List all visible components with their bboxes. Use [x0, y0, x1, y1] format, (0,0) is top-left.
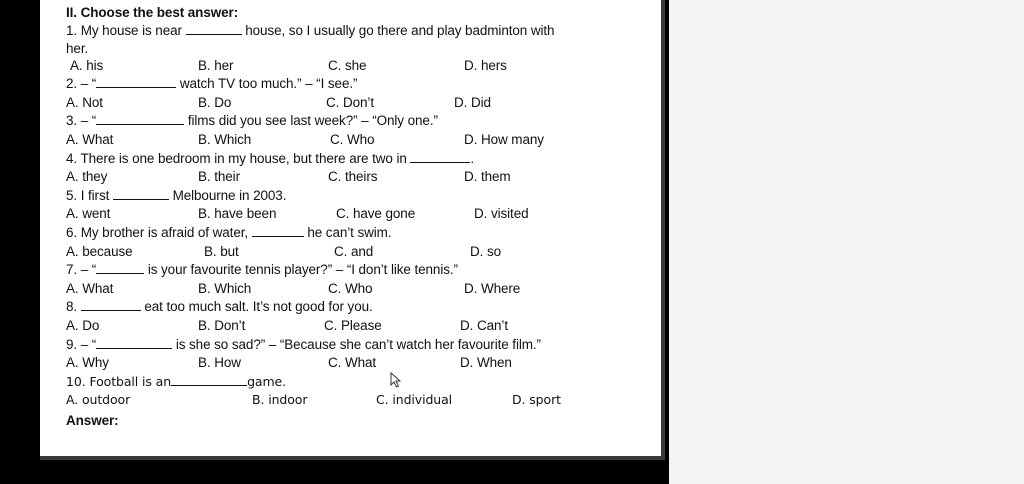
- option-b[interactable]: B. Which: [198, 280, 252, 296]
- option-c[interactable]: C. Who: [328, 280, 373, 296]
- question-5-options: A. went B. have been C. have gone D. vis…: [66, 205, 656, 224]
- option-b[interactable]: B. Don’t: [198, 317, 246, 333]
- question-1-suffix: house, so I usually go there and play ba…: [241, 23, 555, 38]
- question-3-prefix: 3. – “: [66, 113, 97, 129]
- question-5-blank[interactable]: [112, 187, 169, 200]
- option-d[interactable]: D. Can’t: [460, 317, 508, 333]
- question-7-suffix: is your favourite tennis player?” – “I d…: [144, 262, 458, 278]
- worksheet-page: [40, 0, 665, 460]
- option-d[interactable]: D. When: [460, 355, 512, 371]
- question-2-options: A. Not B. Do C. Don’t D. Did: [66, 94, 656, 113]
- question-1-prefix: 1. My house is near: [66, 23, 186, 38]
- question-3-options: A. What B. Which C. Who D. How many: [66, 131, 656, 150]
- question-6-suffix: he can’t swim.: [303, 224, 392, 240]
- question-4-blank[interactable]: [410, 150, 471, 163]
- option-a[interactable]: A. What: [66, 131, 114, 147]
- option-b[interactable]: B. Which: [198, 131, 252, 147]
- option-a[interactable]: A. his: [70, 57, 104, 73]
- question-6-options: A. because B. but C. and D. so: [66, 243, 656, 262]
- question-8-prefix: 8.: [66, 299, 81, 315]
- option-d[interactable]: D. Where: [464, 280, 521, 296]
- question-1-continuation: her.: [66, 40, 89, 56]
- option-d[interactable]: D. Did: [454, 94, 491, 110]
- question-10-prefix: 10. Football is an: [66, 373, 172, 389]
- question-7-prefix: 7. – “: [66, 262, 97, 278]
- option-d[interactable]: D. sport: [512, 392, 561, 408]
- option-d[interactable]: D. them: [464, 169, 511, 185]
- section-heading: II. Choose the best answer:: [66, 5, 239, 20]
- worksheet-content: II. Choose the best answer: 1. My house …: [66, 4, 656, 430]
- option-a[interactable]: A. because: [66, 243, 133, 259]
- option-d[interactable]: D. visited: [474, 206, 529, 222]
- question-6: 6. My brother is afraid of water, he can…: [66, 224, 656, 243]
- option-c[interactable]: C. What: [328, 355, 377, 371]
- question-9: 9. – “ is she so sad?” – “Because she ca…: [66, 336, 656, 355]
- question-3-suffix: films did you see last week?” – “Only on…: [184, 113, 438, 129]
- option-c[interactable]: C. individual: [376, 392, 453, 408]
- question-5-prefix: 5. I first: [66, 187, 113, 203]
- option-a[interactable]: A. Not: [66, 94, 103, 110]
- option-a[interactable]: A. outdoor: [66, 392, 131, 408]
- option-c[interactable]: C. Who: [330, 131, 375, 147]
- question-9-blank[interactable]: [96, 336, 173, 349]
- question-2-blank[interactable]: [96, 75, 177, 89]
- option-a[interactable]: A. went: [66, 206, 111, 222]
- option-b[interactable]: B. Do: [198, 94, 232, 110]
- answer-label: Answer:: [66, 412, 119, 428]
- option-b[interactable]: B. indoor: [252, 392, 308, 408]
- option-d[interactable]: D. How many: [464, 131, 544, 147]
- option-c[interactable]: C. theirs: [328, 169, 378, 185]
- option-c[interactable]: C. she: [328, 57, 367, 73]
- question-10-suffix: game.: [247, 373, 286, 389]
- question-7-options: A. What B. Which C. Who D. Where: [66, 280, 656, 299]
- question-1-options: A. his B. her C. she D. hers: [66, 57, 656, 76]
- question-9-suffix: is she so sad?” – “Because she can’t wat…: [172, 336, 541, 352]
- question-7-blank[interactable]: [96, 261, 145, 275]
- question-7: 7. – “ is your favourite tennis player?”…: [66, 261, 656, 280]
- option-a[interactable]: A. What: [66, 280, 114, 296]
- option-b[interactable]: B. How: [198, 355, 241, 371]
- question-2: 2. – “ watch TV too much.” – “I see.”: [66, 75, 656, 94]
- question-8-options: A. Do B. Don’t C. Please D. Can’t: [66, 317, 656, 336]
- option-d[interactable]: D. hers: [464, 57, 507, 73]
- question-6-prefix: 6. My brother is afraid of water,: [66, 224, 252, 240]
- option-b[interactable]: B. her: [198, 57, 234, 73]
- question-6-blank[interactable]: [251, 224, 304, 237]
- question-5: 5. I first Melbourne in 2003.: [66, 187, 656, 206]
- option-a[interactable]: A. Do: [66, 317, 100, 333]
- option-b[interactable]: B. their: [198, 169, 240, 185]
- side-pane: [669, 0, 1024, 484]
- question-9-options: A. Why B. How C. What D. When: [66, 354, 656, 373]
- question-5-suffix: Melbourne in 2003.: [168, 187, 287, 203]
- option-c[interactable]: C. have gone: [336, 206, 416, 222]
- option-d[interactable]: D. so: [470, 243, 502, 259]
- question-10: 10. Football is an game.: [66, 373, 656, 392]
- option-b[interactable]: B. have been: [198, 206, 277, 222]
- question-1-blank[interactable]: [185, 22, 242, 35]
- question-2-suffix: watch TV too much.” – “I see.”: [176, 76, 358, 92]
- question-10-options: A. outdoor B. indoor C. individual D. sp…: [66, 391, 656, 410]
- question-2-prefix: 2. – “: [66, 76, 97, 92]
- question-4-options: A. they B. their C. theirs D. them: [66, 168, 656, 187]
- question-3: 3. – “ films did you see last week?” – “…: [66, 112, 656, 131]
- question-4-prefix: 4. There is one bedroom in my house, but…: [66, 150, 411, 166]
- mouse-pointer-icon: [390, 372, 402, 388]
- question-9-prefix: 9. – “: [66, 336, 97, 352]
- question-4-suffix: .: [470, 150, 475, 166]
- option-c[interactable]: C. Please: [324, 317, 382, 333]
- question-3-blank[interactable]: [96, 112, 185, 126]
- question-8: 8. eat too much salt. It’s not good for …: [66, 298, 656, 317]
- question-8-suffix: eat too much salt. It’s not good for you…: [140, 299, 373, 315]
- question-8-blank[interactable]: [80, 298, 141, 312]
- question-10-blank[interactable]: [171, 373, 248, 386]
- option-a[interactable]: A. Why: [66, 355, 109, 371]
- question-1: 1. My house is near house, so I usually …: [66, 22, 656, 41]
- question-4: 4. There is one bedroom in my house, but…: [66, 150, 656, 169]
- option-c[interactable]: C. Don’t: [326, 94, 374, 110]
- option-b[interactable]: B. but: [204, 243, 239, 259]
- option-c[interactable]: C. and: [334, 243, 374, 259]
- option-a[interactable]: A. they: [66, 169, 108, 185]
